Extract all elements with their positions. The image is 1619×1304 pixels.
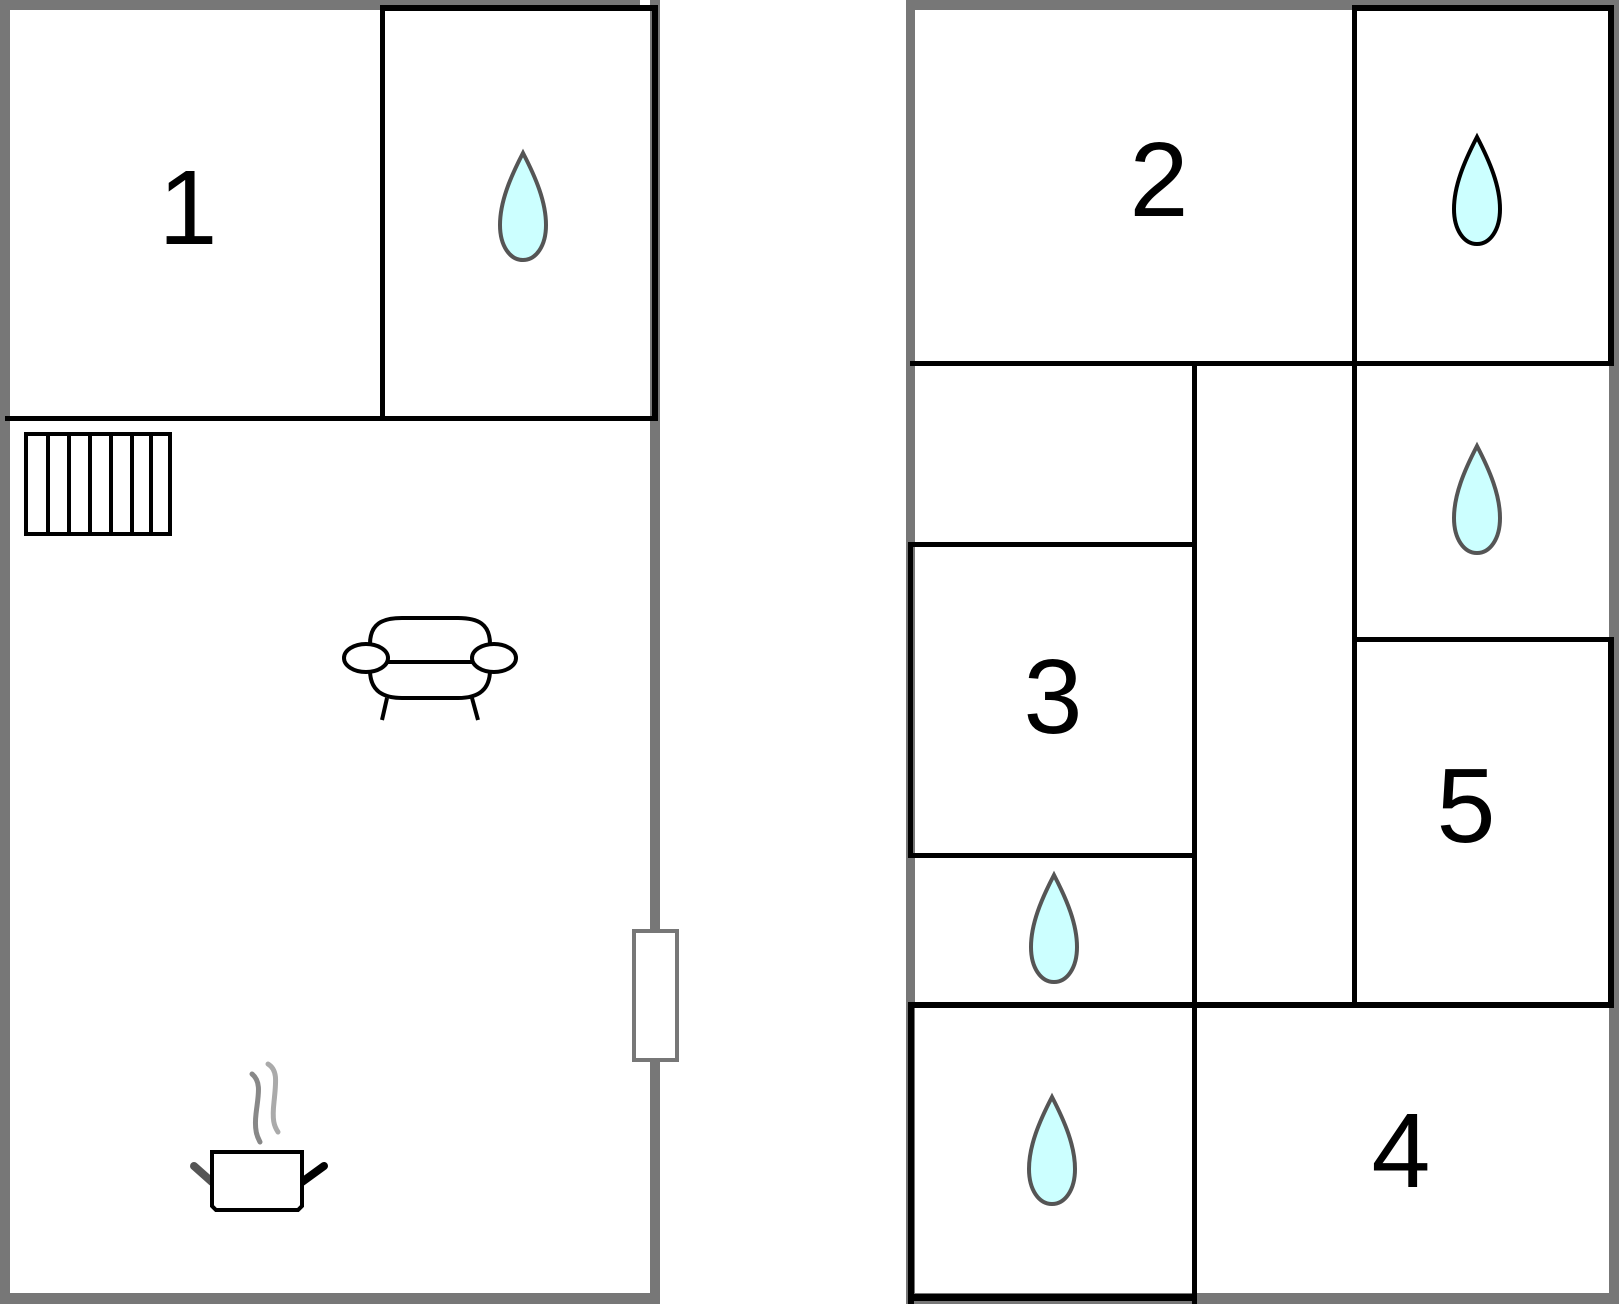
floorplan-ground: 1 [0,0,679,1304]
wall-room5-right [1608,637,1614,1008]
room-label-2: 2 [1129,121,1189,239]
room-label-4: 4 [1371,1092,1431,1210]
outer-wall-top [906,0,1619,10]
outer-wall-left [0,0,10,1304]
room-label-3: 3 [1023,638,1083,756]
room-label-5: 5 [1436,747,1496,865]
wall-bath2-right [1608,5,1614,366]
wall-bath1-top [380,5,658,11]
outer-wall-bottom [0,1293,660,1304]
wall-v-1195 [1192,361,1197,1304]
wall-bath2-left [1352,5,1357,1008]
radiator-icon [24,432,174,538]
wall-bath4-left [908,1002,914,1304]
water-drop-icon [1019,870,1089,987]
water-drop-icon [1442,132,1512,249]
water-drop-icon [488,148,558,265]
water-drop-icon [1442,441,1512,558]
outer-wall-right [1609,0,1619,1304]
outer-wall-right-lower [650,1060,660,1304]
wall-room3-left [908,542,913,858]
wall-bath1-left [380,5,385,421]
wall-room3-top [908,542,1197,547]
cooking-pot-icon [190,1061,334,1214]
wall-room3-bottom [908,853,1197,858]
water-drop-icon [1017,1092,1087,1209]
wall-bath2-top [1352,5,1614,11]
wall-room1-bottom [5,416,658,421]
outer-wall-top [0,0,640,10]
exterior-door[interactable] [632,929,680,1063]
wall-bath4-bottom [908,1294,1197,1301]
wall-h-1004 [908,1002,1614,1008]
wall-bath1-right [652,5,658,421]
sofa-icon [340,612,520,721]
wall-h-363 [910,361,1614,366]
wall-room5-top [1352,637,1614,642]
room-label-1: 1 [158,149,218,267]
outer-wall-bottom [906,1293,1619,1304]
outer-wall-right-upper [650,0,660,930]
